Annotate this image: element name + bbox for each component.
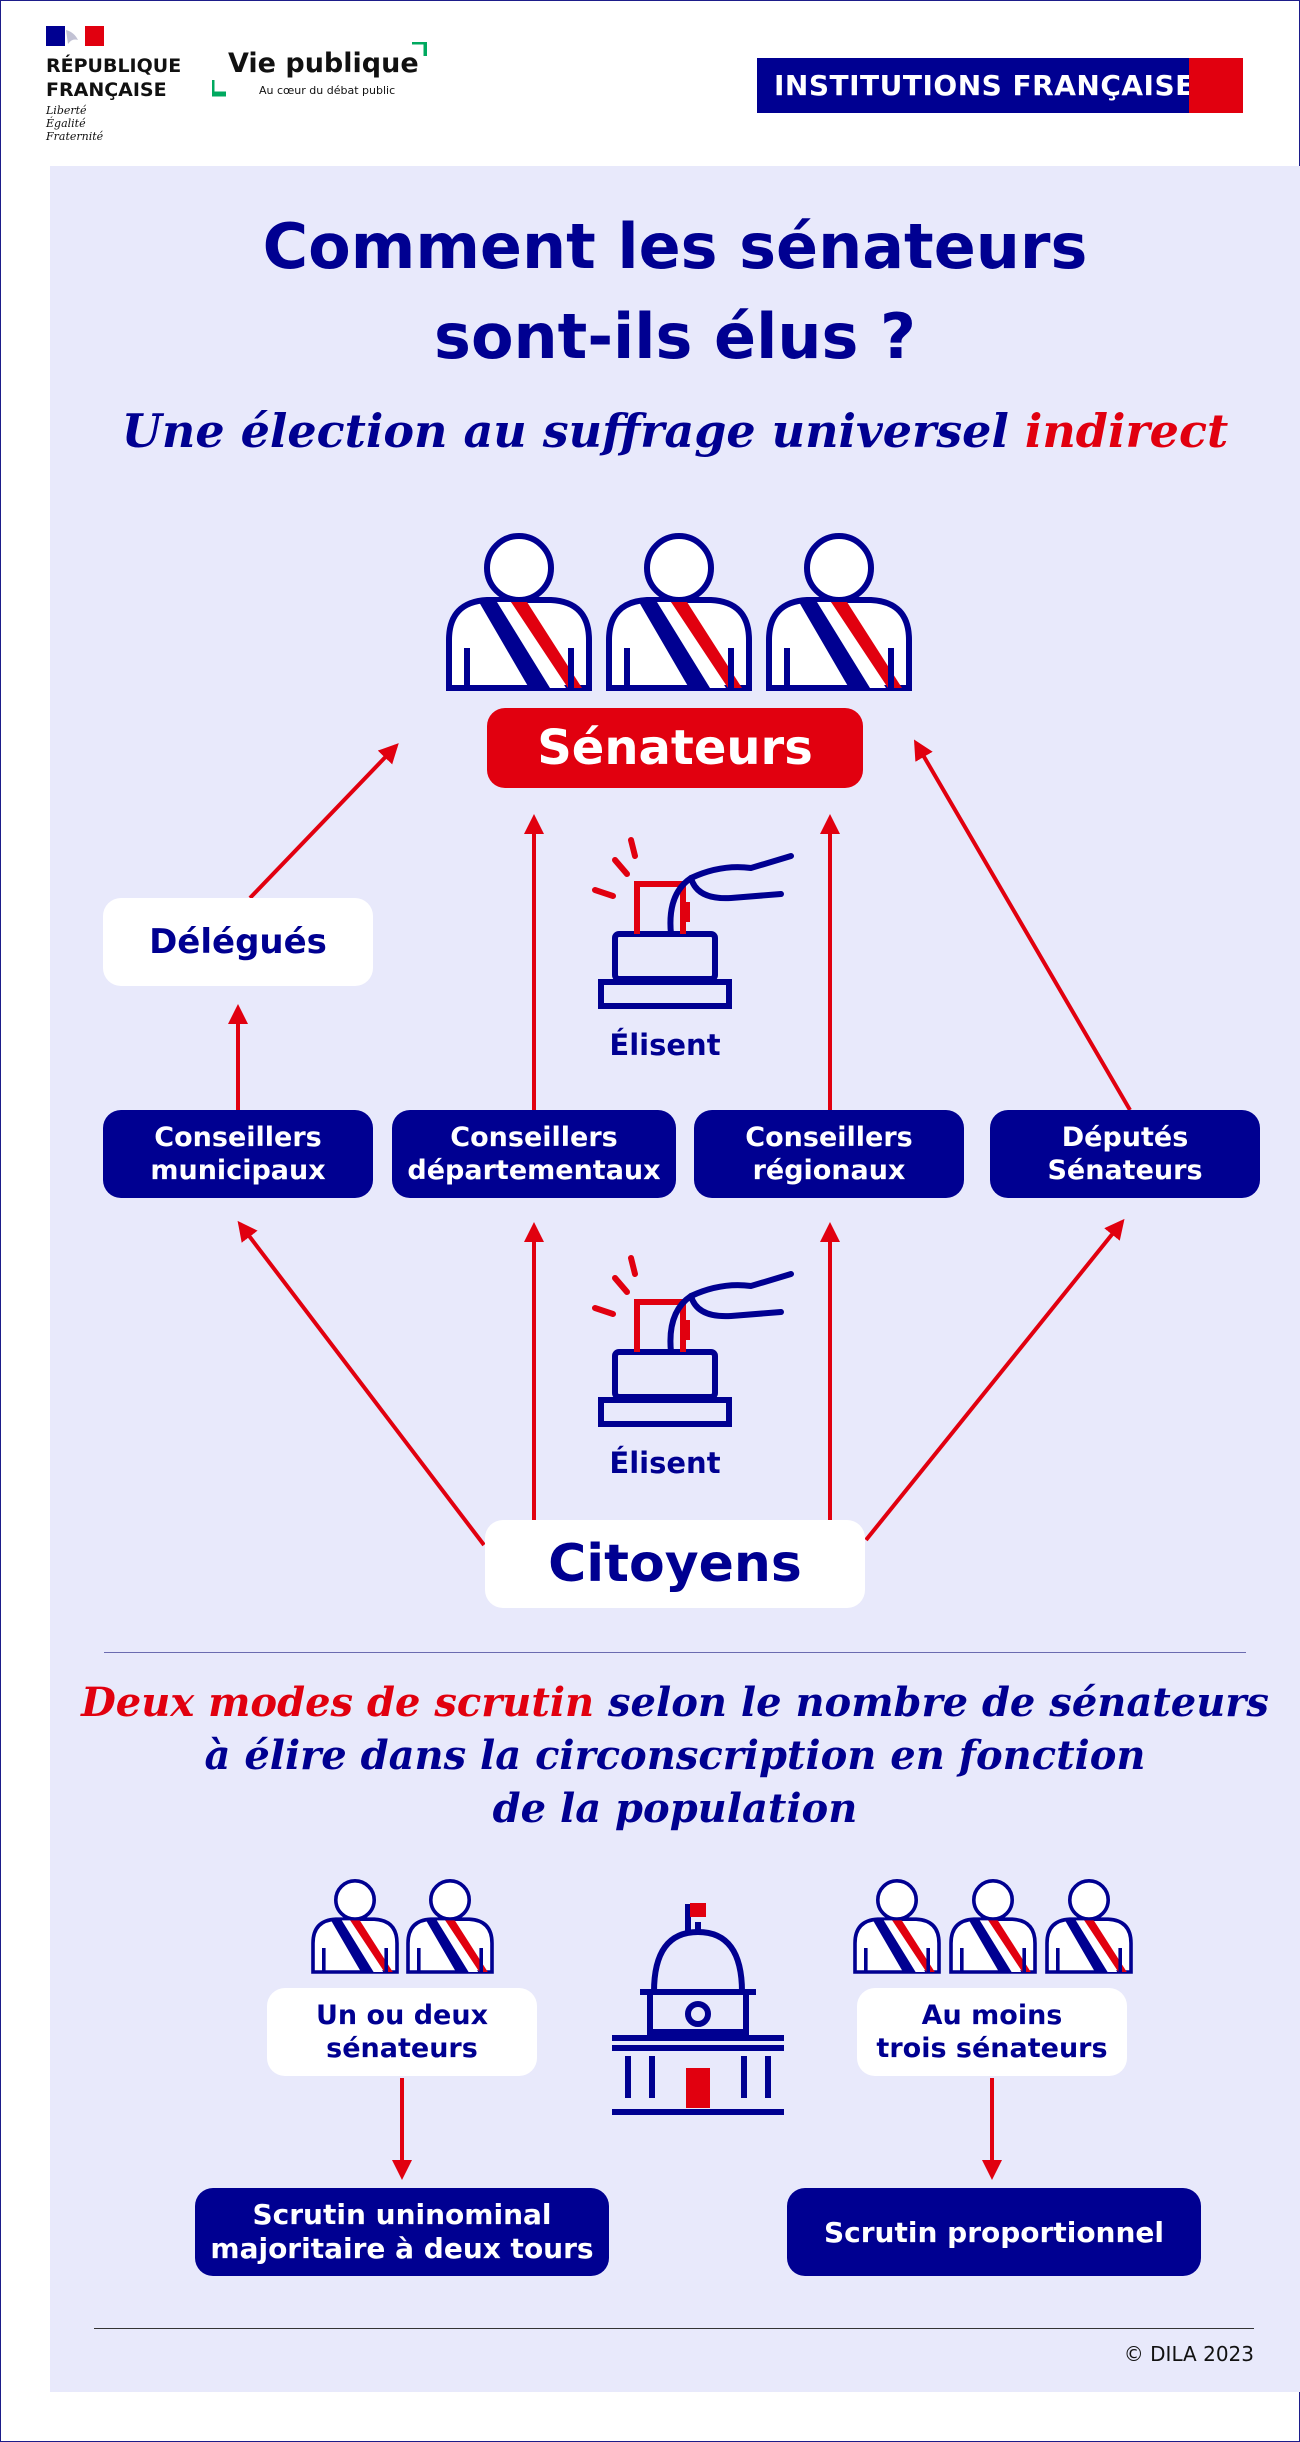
small-senator-right-3-icon [1045, 1879, 1133, 1974]
right-label-line1: Au moins [921, 2000, 1063, 2031]
scrutin-proportionnel-box: Scrutin proportionnel [787, 2188, 1201, 2276]
group-line1: Conseillers [450, 1122, 618, 1153]
elisent-top-label: Élisent [609, 1028, 721, 1062]
senateurs-box: Sénateurs [487, 708, 863, 788]
delegues-box: Délégués [103, 898, 373, 986]
group-line1: Conseillers [154, 1122, 322, 1153]
left-result-line1: Scrutin uninominal [252, 2198, 552, 2231]
arrow-delegues-to-senateurs [248, 743, 399, 900]
elisent-bottom-label: Élisent [609, 1446, 721, 1480]
arrow-citoyens-to-municipaux [237, 1220, 486, 1547]
left-label-line1: Un ou deux [316, 2000, 488, 2031]
small-senator-left-2-icon [406, 1879, 494, 1974]
bottom-title-accent: Deux modes de scrutin [81, 1679, 595, 1726]
small-senator-right-1-icon [853, 1879, 941, 1974]
group-line2: départementaux [407, 1155, 661, 1186]
bottom-title-rest: selon le nombre de sénateurs [594, 1679, 1269, 1726]
citoyens-box: Citoyens [485, 1520, 865, 1608]
left-label-line2: sénateurs [326, 2033, 478, 2064]
bottom-title-line2: à élire dans la circonscription en fonct… [204, 1732, 1146, 1779]
arrow-citoyens-to-deputes [864, 1218, 1125, 1542]
copyright: © DILA 2023 [1123, 2342, 1254, 2366]
page-title: Comment les sénateurs sont-ils élus ? [0, 202, 1300, 382]
left-result-line2: majoritaire à deux tours [210, 2232, 594, 2265]
arrow-deputes-to-senateurs [913, 739, 1132, 1112]
group-line2: Sénateurs [1047, 1155, 1203, 1186]
footer-divider [94, 2328, 1254, 2329]
small-senator-right-2-icon [949, 1879, 1037, 1974]
senator-figure-2-icon [609, 536, 749, 688]
section-banner: INSTITUTIONS FRANÇAISES [757, 58, 1243, 113]
rf-name-line2: FRANÇAISE [46, 79, 167, 101]
rf-name-line1: RÉPUBLIQUE [46, 55, 182, 77]
senate-building-icon [612, 1903, 784, 2115]
section-divider [104, 1652, 1246, 1653]
group-line1: Députés [1061, 1122, 1189, 1153]
republique-francaise-logo-text: RÉPUBLIQUE FRANÇAISE [46, 54, 181, 102]
right-label-line2: trois sénateurs [876, 2033, 1108, 2064]
small-senator-left-1-icon [311, 1879, 399, 1974]
motto-liberte: Liberté [46, 104, 87, 117]
group-line1: Conseillers [745, 1122, 913, 1153]
senator-figure-1-icon [449, 536, 589, 688]
bottom-title-line3: de la population [492, 1785, 858, 1832]
group-line2: régionaux [752, 1155, 906, 1186]
banner-red-tab [1189, 58, 1243, 113]
motto-fraternite: Fraternité [46, 130, 104, 143]
vie-publique-logo-icon [212, 42, 427, 97]
subtitle-accent: indirect [1024, 404, 1229, 458]
subtitle: Une élection au suffrage universel indir… [0, 404, 1300, 458]
title-line2: sont-ils élus ? [434, 300, 916, 373]
subtitle-main: Une élection au suffrage universel [121, 404, 1025, 458]
bottom-title: Deux modes de scrutin selon le nombre de… [50, 1676, 1300, 1835]
title-line1: Comment les sénateurs [262, 210, 1088, 283]
marianne-flag-icon [46, 26, 104, 46]
vie-publique-title: Vie publique [228, 48, 419, 79]
ballot-box-top-icon [595, 840, 791, 1006]
ballot-box-bottom-icon [595, 1258, 791, 1424]
group-line2: municipaux [150, 1155, 326, 1186]
vie-publique-subtitle: Au cœur du débat public [259, 84, 396, 97]
senator-figure-3-icon [769, 536, 909, 688]
section-label: INSTITUTIONS FRANÇAISES [774, 69, 1216, 102]
rf-motto: Liberté Égalité Fraternité [46, 104, 103, 143]
motto-egalite: Égalité [46, 117, 86, 130]
